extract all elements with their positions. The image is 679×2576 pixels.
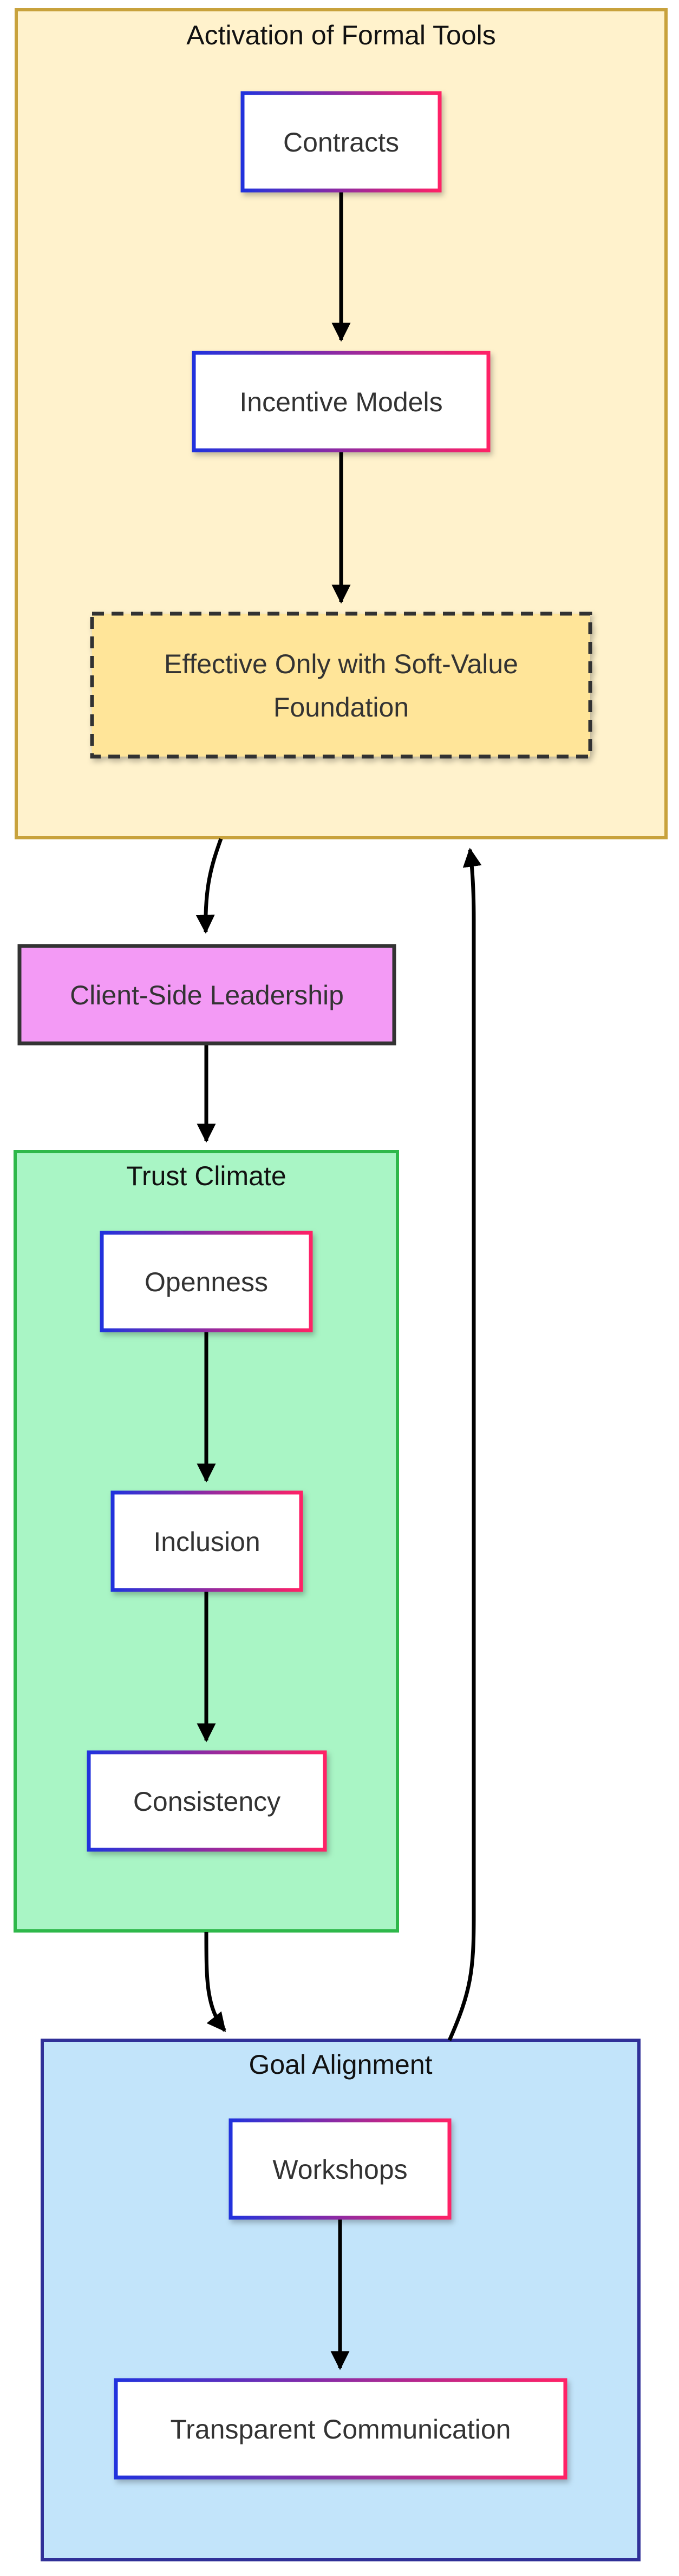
node-inclusion-label: Inclusion <box>153 1527 260 1557</box>
node-openness-box <box>100 1231 313 1332</box>
node-inclusion: Inclusion <box>110 1490 303 1592</box>
node-client-leadership: Client-Side Leadership <box>17 944 396 1046</box>
edges <box>195 146 482 2370</box>
node-contracts-box <box>240 91 442 193</box>
cluster-trust-climate-title: Trust Climate <box>126 1161 286 1191</box>
node-incentive-models: Incentive Models <box>192 351 491 452</box>
edge-trust-to-goal <box>204 1931 226 2032</box>
node-client-leadership-label: Client-Side Leadership <box>70 980 344 1010</box>
node-effective-soft-value-line2: Foundation <box>273 692 409 722</box>
node-workshops-label: Workshops <box>272 2154 407 2185</box>
node-client-leadership-box <box>17 944 396 1046</box>
node-effective-soft-value-line1: Effective Only with Soft-Value <box>164 649 518 679</box>
node-openness: Openness <box>100 1231 313 1332</box>
node-transparent-communication-box <box>114 2378 567 2480</box>
node-consistency-box <box>87 1750 327 1852</box>
node-effective-soft-value-box <box>90 612 592 759</box>
node-incentive-models-box <box>192 351 491 452</box>
node-transparent-communication-label: Transparent Communication <box>171 2414 511 2444</box>
node-effective-soft-value: Effective Only with Soft-Value Foundatio… <box>90 612 592 759</box>
node-contracts: Contracts <box>240 91 442 193</box>
node-workshops-box <box>228 2118 452 2220</box>
edge-formal-to-leadership <box>195 838 223 934</box>
node-contracts-label: Contracts <box>283 127 399 157</box>
node-openness-label: Openness <box>145 1267 268 1297</box>
node-consistency-label: Consistency <box>133 1786 280 1817</box>
node-workshops: Workshops <box>228 2118 452 2220</box>
node-inclusion-box <box>110 1490 303 1592</box>
node-transparent-communication: Transparent Communication <box>114 2378 567 2480</box>
node-consistency: Consistency <box>87 1750 327 1852</box>
cluster-goal-alignment-title: Goal Alignment <box>249 2049 432 2080</box>
node-incentive-models-label: Incentive Models <box>239 387 442 417</box>
cluster-formal-tools-title: Activation of Formal Tools <box>186 20 496 50</box>
edge-goal-to-formal <box>447 847 482 2041</box>
